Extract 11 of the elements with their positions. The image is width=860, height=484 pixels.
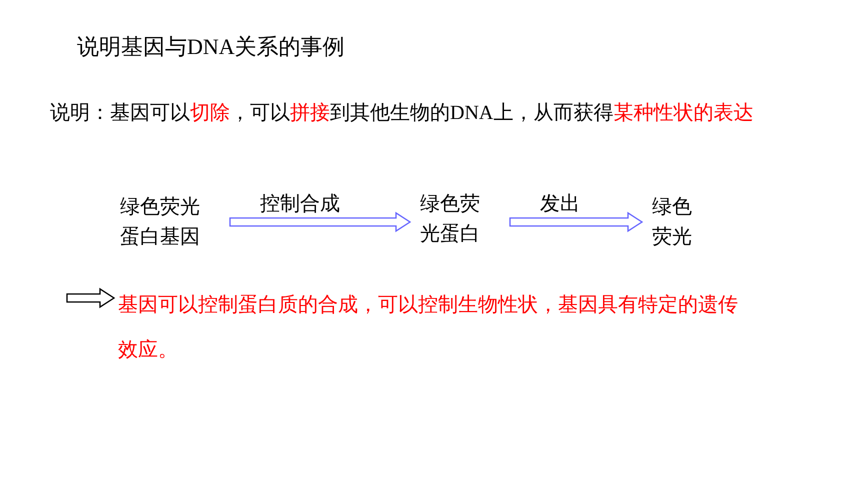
hollow-arrow xyxy=(509,212,644,232)
explanation-text: 说明：基因可以切除，可以拼接到其他生物的DNA上，从而获得某种性状的表达 xyxy=(50,101,754,126)
edge-label: 发出 xyxy=(540,192,580,217)
hollow-arrow xyxy=(66,288,116,308)
node-text: 绿色荧光 xyxy=(652,192,696,252)
slide-title: 说明基因与DNA关系的事例 xyxy=(77,33,345,61)
hollow-arrow xyxy=(229,212,412,232)
edge-label: 控制合成 xyxy=(260,192,340,217)
node-text: 绿色荧光蛋白基因 xyxy=(120,192,204,252)
conclusion-text: 基因可以控制蛋白质的合成，可以控制生物性状，基因具有特定的遗传效应。 xyxy=(118,283,740,373)
node-text: 绿色荧光蛋白 xyxy=(420,189,484,249)
